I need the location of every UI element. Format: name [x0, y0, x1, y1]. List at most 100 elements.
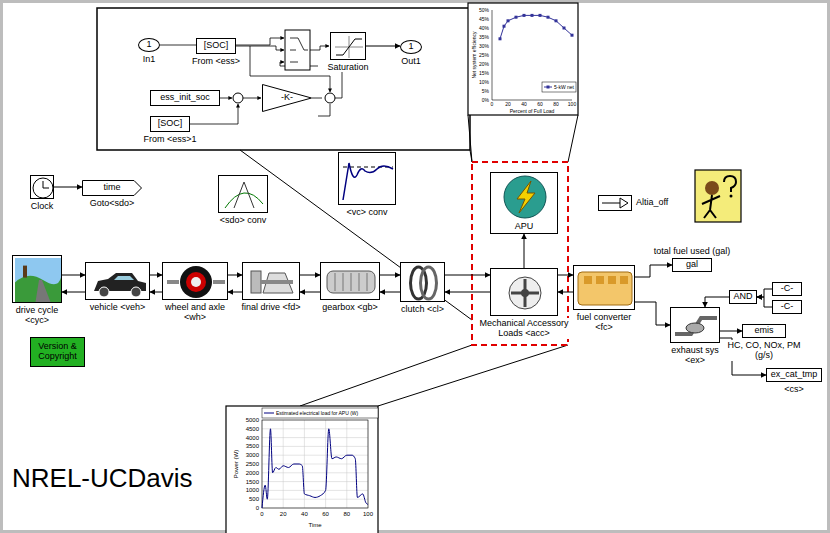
from-tag: [SOC]From <ess> [196, 38, 236, 54]
axis-label: 5% [482, 89, 489, 94]
axis-label: 30% [479, 44, 489, 49]
clutch-icon [401, 263, 446, 303]
axis-label: 60 [537, 102, 543, 107]
block-label: wheel and axle <wh> [162, 302, 228, 323]
signal-line [150, 275, 162, 276]
block-body [30, 175, 54, 199]
axis-label: 100 [363, 511, 373, 517]
block-body [218, 175, 268, 213]
axis-label: 0 [491, 102, 494, 107]
block-text: Version & Copyright [31, 342, 84, 362]
goto-tag: timeGoto<sdo> [82, 180, 142, 196]
from-tag: [SOC]From <ess>1 [150, 116, 190, 132]
block-body [338, 152, 396, 205]
axis-label: 2500 [246, 461, 259, 467]
final-drive-block: final drive <fd> [242, 262, 300, 300]
gb-icon [321, 263, 381, 301]
display-block: galtotal fuel used (gal) [672, 258, 712, 272]
axis-label: 3000 [246, 452, 259, 458]
axis-label: 20 [280, 511, 287, 517]
block-label: total fuel used (gal) [642, 246, 742, 256]
signal-line [228, 292, 242, 293]
axis-label: 45% [479, 17, 489, 22]
car-icon [86, 263, 151, 301]
block-text: time [103, 183, 120, 193]
axis-label: 50% [479, 8, 489, 13]
block-body [85, 262, 150, 300]
block-text: -C- [781, 302, 794, 312]
constant-block: -C- [772, 282, 802, 296]
efficiency-chart [492, 10, 574, 100]
drive-cycle-block: drive cycle <cyc> [12, 255, 62, 303]
block-label: fuel converter <fc> [572, 312, 636, 333]
output-block: emisHC, CO, NOx, PM (g/s) [742, 324, 786, 338]
axis-label: 100 [568, 102, 576, 107]
block-label: gearbox <gb> [320, 302, 380, 312]
chart-legend-box [542, 82, 576, 92]
block-text: AND [733, 292, 752, 302]
block-body [320, 262, 380, 300]
switch-symbol [290, 38, 308, 62]
callout-lines [240, 115, 578, 406]
axis-label: 35% [479, 35, 489, 40]
axis-label: 5000 [246, 417, 259, 423]
block-body: time [82, 180, 142, 196]
signal-line [300, 275, 320, 276]
signal-line [524, 234, 525, 268]
block-body [573, 265, 635, 310]
block-body: AND [729, 290, 757, 304]
block-body [670, 307, 720, 343]
block-body [598, 195, 632, 211]
block-label: Saturation [318, 62, 378, 72]
block-body [330, 32, 366, 60]
scope-block: <sdo> conv [218, 175, 268, 213]
block-text: APU [515, 222, 534, 232]
block-body: APU [490, 172, 558, 234]
block-body: Version & Copyright [30, 337, 85, 367]
block-label: Goto<sdo> [77, 198, 147, 208]
block-label: Mechanical Accessory Loads <acc> [477, 318, 571, 339]
block-label: clutch <cl> [398, 304, 448, 314]
gearbox-block: gearbox <gb> [320, 262, 380, 300]
axis-label: 2000 [246, 470, 259, 476]
axis-label: Time [308, 522, 321, 528]
axis-label: 25% [479, 53, 489, 58]
fc-icon [574, 266, 636, 311]
block-text: [SOC] [158, 119, 183, 129]
output-block: ex_cat_tmp<cs> [766, 368, 822, 382]
axis-label: 0 [260, 511, 263, 517]
block-body: -C- [772, 282, 802, 296]
saturation-block: Saturation [330, 32, 366, 60]
block-label: Clock [22, 201, 62, 211]
efficiency-chart-frame [468, 3, 578, 115]
subsystem-inset [97, 8, 470, 150]
axis-label: 0 [256, 505, 259, 511]
signal-line [635, 302, 670, 325]
load-chart [262, 420, 368, 508]
axis-label: Percent of Full Load [510, 109, 555, 114]
block-body: -K- [262, 84, 312, 112]
block-label: HC, CO, NOx, PM (g/s) [726, 340, 802, 361]
block-body: -C- [772, 300, 802, 314]
signal-line [445, 292, 490, 293]
signal-line [558, 292, 573, 293]
block-text: gal [686, 260, 698, 270]
fd-icon [243, 263, 301, 301]
block-label: drive cycle <cyc> [7, 305, 67, 326]
block-label: <cs> [774, 384, 814, 394]
chart-legend-box [262, 408, 378, 418]
signal-line [228, 275, 242, 276]
block-label: In1 [134, 54, 164, 64]
block-text: 1 [146, 40, 151, 50]
block-text: 1 [408, 42, 413, 52]
block-label: Altia_off [636, 197, 668, 207]
signal-line [720, 331, 742, 332]
block-body: 1 [138, 38, 160, 52]
vehicle-block: vehicle <veh> [85, 262, 150, 300]
axis-label: 4500 [246, 426, 259, 432]
axis-label: 40 [521, 102, 527, 107]
axis-label: 1500 [246, 479, 259, 485]
axis-label: 20 [505, 102, 511, 107]
axis-label: 15% [479, 71, 489, 76]
